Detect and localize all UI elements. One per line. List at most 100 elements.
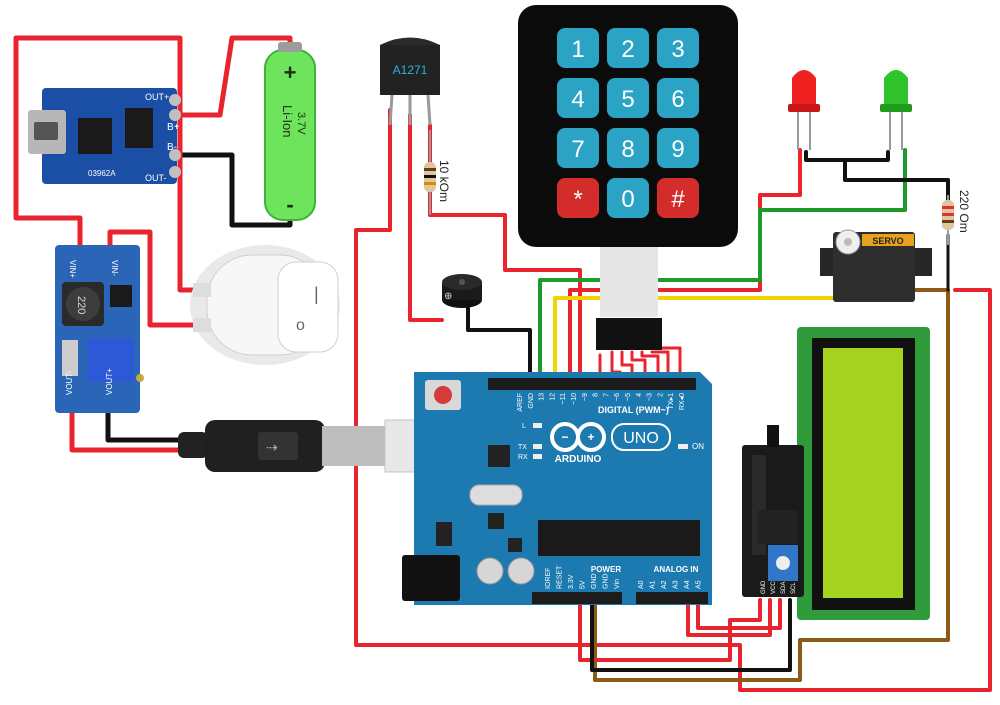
servo: SERVO (820, 229, 932, 302)
keypad-key-hash[interactable]: # (657, 178, 699, 218)
wire-black-led-gnd (804, 150, 950, 202)
analog-pin-label: A4 (684, 580, 691, 589)
top-pin-label: 12 (549, 393, 556, 401)
keypad-key-8[interactable]: 8 (607, 128, 649, 168)
keypad-key-star[interactable]: * (557, 178, 599, 218)
rocker-switch: | o (190, 245, 340, 365)
keypad-key-label: 1 (571, 36, 584, 63)
switch-on-mark: | (314, 284, 319, 304)
top-pin-label: ~10 (571, 393, 578, 405)
top-pin-label: GND (528, 393, 535, 409)
boost-vin-minus: VIN- (110, 260, 119, 276)
top-pin-label: AREF (517, 393, 524, 412)
keypad-key-9[interactable]: 9 (657, 128, 699, 168)
boost-vout-plus: VOUT+ (105, 368, 114, 395)
battery-voltage: 3.7V (295, 112, 307, 135)
power-header-label: POWER (591, 565, 621, 574)
keypad-key-label: # (671, 186, 685, 213)
top-pin-label: ~3 (647, 393, 654, 401)
keypad-key-5[interactable]: 5 (607, 78, 649, 118)
led-l-label: L (522, 423, 526, 430)
switch-off-mark: o (296, 317, 305, 334)
power-jack (402, 555, 460, 601)
analog-pin-label: A1 (650, 580, 657, 589)
wire-red-keypad-5 (640, 350, 660, 387)
digital-header (488, 378, 696, 390)
i2c-pin-label: SDA (781, 582, 787, 594)
servo-label: SERVO (872, 236, 903, 246)
top-pin-label: 7 (603, 393, 610, 397)
boost-inductor-label: 220 (75, 296, 87, 314)
wire-red-i2c-vcc (578, 598, 762, 662)
battery-type: Li-Ion (280, 105, 295, 138)
keypad-key-label: 5 (621, 86, 634, 113)
top-pin-label: 4 (636, 393, 643, 397)
wire-red-sensor-gnd (408, 113, 444, 322)
arduino-model: UNO (623, 430, 659, 447)
charger-module: OUT+ B+ B- OUT- 03962A (28, 88, 181, 184)
wire-red-vout-plus (69, 402, 183, 453)
wire-red-i2c-scl (696, 598, 782, 630)
top-pin-label: 13 (539, 393, 546, 401)
top-pin-label: ~11 (560, 393, 567, 404)
boost-vout-minus: VOUT- (65, 370, 74, 395)
keypad-key-0[interactable]: 0 (607, 178, 649, 218)
keypad-key-label: 2 (621, 36, 634, 63)
wire-black-i2c-gnd (590, 598, 792, 672)
keypad-key-2[interactable]: 2 (607, 28, 649, 68)
top-pin-label: 2 (657, 393, 664, 397)
keypad-key-7[interactable]: 7 (557, 128, 599, 168)
wire-red-charger-loop (13, 35, 183, 103)
analog-header-label: ANALOG IN (654, 565, 699, 574)
top-pin-label: ~6 (614, 393, 621, 401)
charger-part-code: 03962A (88, 169, 116, 178)
top-pin-label: RX◂0 (679, 393, 686, 410)
charger-out-minus-label: OUT- (145, 173, 167, 183)
sensor-label: A1271 (393, 63, 428, 77)
hall-sensor: A1271 (380, 37, 440, 126)
usb-symbol-icon: ⇢ (266, 439, 278, 455)
buzzer-plus-mark: ⊕ (444, 291, 452, 302)
resistor-220: 220 Om (942, 190, 971, 245)
wire-black-vout-minus (105, 402, 183, 443)
charger-out-plus-label: OUT+ (145, 92, 169, 102)
power-pin-label: GND (591, 573, 598, 589)
wire-red-vin-minus (107, 229, 198, 328)
keypad-key-label: 0 (621, 186, 634, 213)
power-pin-label: RESET (557, 565, 564, 589)
arduino-logo-icon: − + (550, 422, 606, 452)
analog-pin-label: A3 (673, 580, 680, 589)
keypad-ribbon (596, 247, 662, 350)
keypad-key-1[interactable]: 1 (557, 28, 599, 68)
led-rx-label: RX (518, 454, 528, 461)
keypad-key-6[interactable]: 6 (657, 78, 699, 118)
i2c-pin-label: VCC (771, 581, 777, 594)
wire-black-buzzer (466, 298, 532, 387)
resistor-220-label: 220 Om (957, 190, 971, 233)
keypad-key-4[interactable]: 4 (557, 78, 599, 118)
led-red (788, 70, 820, 150)
wire-red-left-down (13, 35, 83, 253)
keypad-key-label: * (573, 186, 582, 213)
wire-green-led-green (538, 148, 907, 387)
arduino-brand: ARDUINO (555, 454, 602, 465)
boost-converter: VIN+ VIN- 220 VOUT- VOUT+ (55, 245, 144, 413)
boost-vin-plus: VIN+ (68, 260, 77, 278)
keypad-key-3[interactable]: 3 (657, 28, 699, 68)
on-led-label: ON (692, 442, 704, 451)
li-ion-battery: + - Li-Ion 3.7V (264, 42, 316, 221)
keypad-key-label: 8 (621, 136, 634, 163)
wires (13, 35, 992, 692)
top-pin-label: ~9 (582, 393, 589, 401)
battery-minus-mark: - (286, 192, 293, 217)
keypad-key-label: 7 (571, 136, 584, 163)
charger-b-plus-label: B+ (167, 122, 180, 133)
atmega-chip (538, 520, 700, 556)
keypad-key-label: 4 (571, 86, 584, 113)
led-green (880, 70, 912, 150)
